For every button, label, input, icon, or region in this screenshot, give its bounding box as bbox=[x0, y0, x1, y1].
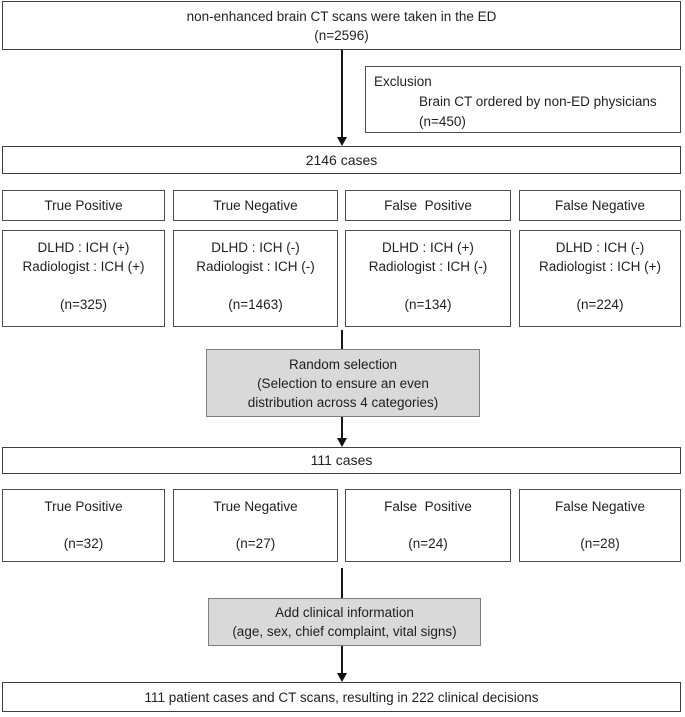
detail-tp-dlhd: DLHD : ICH (+) bbox=[37, 240, 130, 255]
random-selection-line2: (Selection to ensure an even bbox=[257, 375, 429, 391]
box-exclusion: Exclusion Brain CT ordered by non-ED phy… bbox=[365, 66, 681, 133]
final-result-label: 111 patient cases and CT scans, resultin… bbox=[144, 689, 539, 705]
box-selected-true-positive: True Positive (n=32) bbox=[2, 489, 165, 562]
detail-tn-radiologist: Radiologist : ICH (-) bbox=[196, 259, 315, 274]
selected-fn-label: False Negative bbox=[554, 499, 646, 514]
detail-fn-n: (n=224) bbox=[576, 297, 624, 312]
detail-tp-radiologist: Radiologist : ICH (+) bbox=[22, 259, 145, 274]
add-clinical-line1: Add clinical information bbox=[275, 605, 414, 620]
detail-tn-dlhd: DLHD : ICH (-) bbox=[211, 240, 300, 255]
arrowhead-top-to-2146 bbox=[336, 137, 347, 146]
label-false-positive: False Positive bbox=[384, 198, 472, 213]
selected-fp-n: (n=24) bbox=[408, 536, 448, 551]
add-clinical-line2: (age, sex, chief complaint, vital signs) bbox=[232, 624, 457, 639]
arrow-line-top-to-2146 bbox=[341, 50, 343, 137]
detail-fp-radiologist: Radiologist : ICH (-) bbox=[368, 259, 488, 274]
selected-fp-label: False Positive bbox=[384, 499, 472, 514]
detail-tn-n: (n=1463) bbox=[228, 297, 283, 312]
box-add-clinical-info: Add clinical information (age, sex, chie… bbox=[208, 598, 481, 646]
selected-tn-label: True Negative bbox=[213, 499, 298, 514]
detail-fp-dlhd: DLHD : ICH (+) bbox=[382, 240, 474, 255]
arrowhead-clinical-to-final bbox=[336, 673, 347, 682]
box-random-selection: Random selection (Selection to ensure an… bbox=[206, 349, 480, 417]
box-111-cases-label: 111 cases bbox=[310, 452, 373, 468]
selected-tn-n: (n=27) bbox=[235, 536, 276, 551]
box-2146-cases-label: 2146 cases bbox=[305, 151, 378, 168]
arrowhead-random-to-111 bbox=[336, 438, 347, 447]
box-detail-false-negative: DLHD : ICH (-) Radiologist : ICH (+) (n=… bbox=[519, 230, 681, 327]
box-final-result: 111 patient cases and CT scans, resultin… bbox=[2, 682, 681, 712]
exclusion-n: (n=450) bbox=[419, 114, 466, 129]
arrow-line-random-to-111 bbox=[341, 417, 343, 439]
box-ct-scans-line1: non-enhanced brain CT scans were taken i… bbox=[186, 8, 497, 24]
exclusion-title: Exclusion bbox=[374, 74, 432, 89]
detail-tp-n: (n=325) bbox=[60, 297, 107, 312]
line-row2-to-add-clinical bbox=[341, 568, 343, 598]
box-ct-scans-total: non-enhanced brain CT scans were taken i… bbox=[2, 1, 681, 50]
box-label-true-negative: True Negative bbox=[173, 190, 338, 221]
arrow-line-clinical-to-final bbox=[341, 646, 343, 674]
box-label-true-positive: True Positive bbox=[2, 190, 165, 221]
label-false-negative: False Negative bbox=[554, 198, 646, 213]
label-true-positive: True Positive bbox=[44, 198, 123, 213]
box-label-false-positive: False Positive bbox=[345, 190, 511, 221]
box-selected-false-positive: False Positive (n=24) bbox=[345, 489, 511, 562]
random-selection-line3: distribution across 4 categories) bbox=[247, 394, 439, 410]
line-row1-to-random-selection bbox=[341, 330, 343, 349]
box-detail-false-positive: DLHD : ICH (+) Radiologist : ICH (-) (n=… bbox=[345, 230, 511, 327]
box-selected-true-negative: True Negative (n=27) bbox=[173, 489, 338, 562]
detail-fn-dlhd: DLHD : ICH (-) bbox=[555, 240, 645, 255]
detail-fn-radiologist: Radiologist : ICH (+) bbox=[539, 259, 661, 274]
label-true-negative: True Negative bbox=[213, 198, 298, 213]
selected-tp-label: True Positive bbox=[44, 499, 123, 514]
box-selected-false-negative: False Negative (n=28) bbox=[519, 489, 681, 562]
box-ct-scans-n: (n=2596) bbox=[314, 27, 369, 43]
detail-fp-n: (n=134) bbox=[404, 297, 452, 312]
box-111-cases: 111 cases bbox=[2, 447, 681, 474]
box-detail-true-positive: DLHD : ICH (+) Radiologist : ICH (+) (n=… bbox=[2, 230, 165, 327]
box-2146-cases: 2146 cases bbox=[2, 146, 681, 174]
random-selection-line1: Random selection bbox=[288, 356, 398, 372]
box-label-false-negative: False Negative bbox=[519, 190, 681, 221]
selected-tp-n: (n=32) bbox=[63, 536, 104, 551]
box-detail-true-negative: DLHD : ICH (-) Radiologist : ICH (-) (n=… bbox=[173, 230, 338, 327]
exclusion-reason: Brain CT ordered by non-ED physicians bbox=[419, 94, 657, 109]
selected-fn-n: (n=28) bbox=[580, 536, 620, 551]
